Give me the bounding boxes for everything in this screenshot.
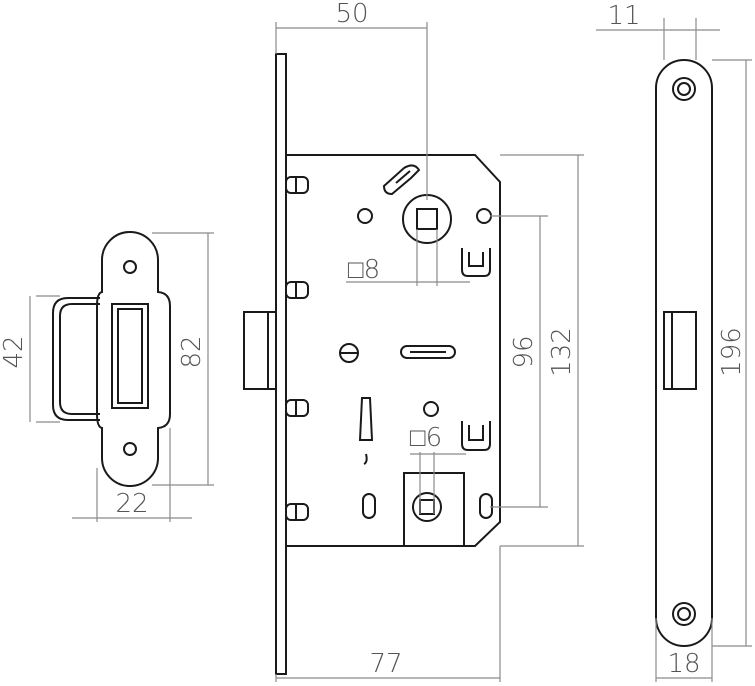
- faceplate-width-label: 18: [667, 649, 700, 679]
- hub-spacing-label: 96: [509, 335, 539, 368]
- strike-plate: [52, 230, 171, 488]
- faceplate-height-label: 196: [717, 327, 747, 377]
- faceplate: [655, 59, 713, 647]
- faceplate-dimensions: [596, 18, 752, 682]
- lock-body-dimensions: [275, 22, 584, 682]
- faceplate-thickness-label: 11: [607, 1, 640, 31]
- backset-label: 50: [335, 0, 368, 29]
- square-6-label: □6: [410, 423, 442, 453]
- body-width-label: 77: [369, 649, 402, 679]
- strike-height-outer-label: 82: [177, 335, 207, 368]
- strike-width-label: 22: [115, 489, 148, 519]
- faceplate-pins: [285, 176, 309, 521]
- lock-body: [243, 53, 501, 675]
- strike-height-inner-label: 42: [0, 335, 29, 368]
- strike-dimensions: [29, 232, 214, 522]
- body-height-label: 132: [547, 327, 577, 377]
- square-8-label: □8: [348, 255, 380, 285]
